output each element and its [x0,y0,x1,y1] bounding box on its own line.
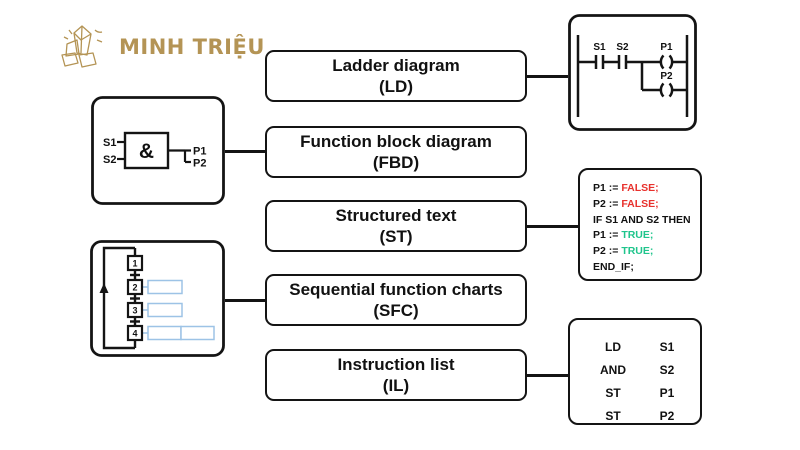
fbd-output-label-p2: P2 [193,158,206,170]
language-name: Sequential function charts [289,279,503,299]
coil-p1 [659,54,665,70]
il-row: ST P1 [570,381,700,404]
il-operand: S1 [659,339,675,354]
sfc-drawing: 1 2 3 4 [90,240,225,357]
step-number-2: 2 [132,283,137,293]
step-box-1 [126,254,144,272]
sequential-function-chart-example: 1 2 3 4 [90,240,225,362]
fbd-input-label-s1: S1 [103,137,116,149]
action-box-4b [180,325,215,341]
crystal-gem-icon [61,25,103,68]
il-opcode: ST [605,408,621,423]
language-box-ladder-diagram: Ladder diagram (LD) [265,50,527,102]
action-box-2 [147,279,183,295]
language-abbr: (IL) [382,376,410,395]
contact-s2 [617,55,628,69]
language-abbr: (SFC) [373,301,419,320]
code-line: P2 := FALSE; [593,197,659,210]
language-box-function-block-diagram: Function block diagram (FBD) [265,126,527,178]
coil-p2 [659,82,665,98]
step-number-1: 1 [132,259,137,269]
keyword-false: FALSE; [621,197,659,210]
contact-s1 [594,55,605,69]
language-name: Instruction list [337,354,455,374]
keyword-true: TRUE; [621,245,654,258]
il-operand: P2 [659,408,675,423]
code-line: P1 := FALSE; [593,182,659,194]
coil-label-p2: P2 [660,71,673,82]
language-abbr: (LD) [379,77,413,96]
language-name: Structured text [335,205,457,225]
structured-text-example: P1 := FALSE; P2 := FALSE; IF S1 AND S2 T… [578,168,702,281]
il-operand: P1 [659,385,675,400]
language-box-instruction-list: Instruction list (IL) [265,349,527,401]
language-box-sequential-function-charts: Sequential function charts (SFC) [265,274,527,326]
il-row: ST P2 [570,404,700,427]
brand-logo: MINH TRIỆU [55,22,265,72]
action-box-4a [147,325,182,341]
connector-sfc [225,299,265,302]
contact-label-s2: S2 [616,42,629,53]
step-number-4: 4 [132,329,137,339]
step-box-2 [126,278,144,296]
ladder-diagram-drawing: S1 S2 P1 P2 [568,14,697,131]
instruction-list-example: LD S1 AND S2 ST P1 ST P2 [568,318,702,425]
and-gate-symbol: & [139,140,154,163]
connector-ld [527,75,568,78]
fbd-drawing: S1 S2 & P1 P2 [91,96,225,205]
action-box-3 [147,302,183,318]
connector-fbd [225,150,265,153]
il-operand: S2 [659,362,675,377]
step-box-3 [126,301,144,319]
code-line: P1 := TRUE; [593,229,654,242]
language-box-structured-text: Structured text (ST) [265,200,527,252]
il-opcode: ST [605,385,621,400]
contact-label-s1: S1 [593,42,606,53]
il-row: LD S1 [570,335,700,358]
connector-st [527,225,578,228]
code-line: IF S1 AND S2 THEN [593,213,691,226]
fbd-output-label-p1: P1 [193,146,206,158]
language-name: Ladder diagram [332,55,460,75]
function-block-diagram-example: S1 S2 & P1 P2 [91,96,225,210]
language-abbr: (FBD) [372,153,420,172]
sfc-loop-line [102,246,135,350]
ladder-diagram-example: S1 S2 P1 P2 [568,14,697,136]
keyword-false: FALSE; [621,182,659,194]
step-box-4 [126,324,144,342]
language-name: Function block diagram [300,131,492,151]
fbd-input-label-s2: S2 [103,154,116,166]
il-row: AND S2 [570,358,700,381]
brand-name: MINH TRIỆU [119,35,265,59]
coil-label-p1: P1 [660,42,673,53]
language-abbr: (ST) [379,227,413,246]
il-opcode: LD [605,339,621,354]
connector-il [527,374,568,377]
il-opcode: AND [600,362,626,377]
keyword-true: TRUE; [621,229,654,242]
step-number-3: 3 [132,306,137,316]
code-line: END_IF; [593,260,634,273]
code-line: P2 := TRUE; [593,245,654,258]
loop-arrow-up [99,283,109,293]
